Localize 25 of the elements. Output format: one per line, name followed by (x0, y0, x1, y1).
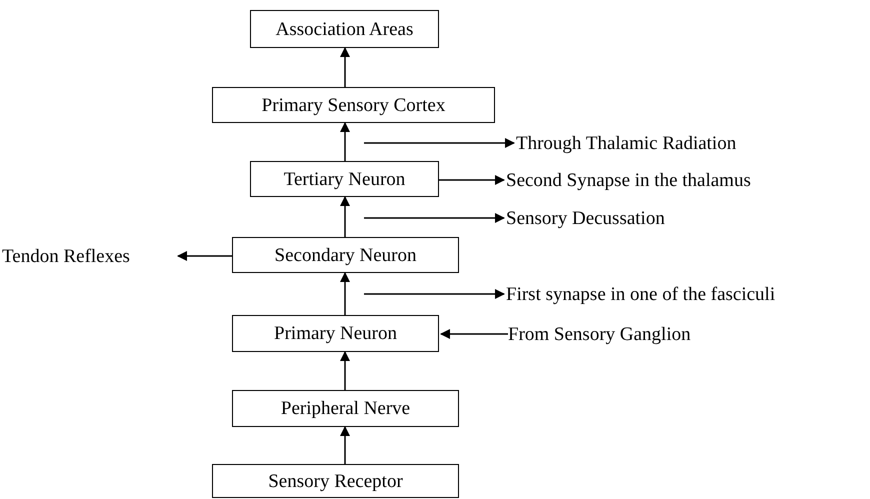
arrow (340, 122, 350, 161)
arrow (340, 47, 350, 87)
arrow (340, 351, 350, 390)
process-box: Secondary Neuron (232, 237, 459, 273)
note-text: First synapse in one of the fasciculi (506, 281, 866, 307)
process-box: Association Areas (250, 10, 439, 48)
arrow (364, 138, 515, 148)
process-box: Peripheral Nerve (232, 390, 459, 427)
note-text: From Sensory Ganglion (508, 321, 758, 347)
arrow (340, 196, 350, 237)
arrow (177, 251, 232, 261)
arrow (340, 272, 350, 315)
arrow (440, 329, 508, 339)
arrow (364, 289, 505, 299)
note-text: Tendon Reflexes (2, 243, 176, 269)
arrow (340, 426, 350, 464)
note-text: Through Thalamic Radiation (516, 130, 816, 156)
process-box: Sensory Receptor (212, 464, 459, 498)
arrow (364, 213, 505, 223)
note-text: Sensory Decussation (506, 205, 726, 231)
arrow (439, 175, 505, 185)
process-box: Primary Sensory Cortex (212, 87, 495, 123)
note-text: Second Synapse in the thalamus (506, 167, 846, 193)
process-box: Tertiary Neuron (250, 161, 439, 197)
process-box: Primary Neuron (232, 315, 439, 352)
